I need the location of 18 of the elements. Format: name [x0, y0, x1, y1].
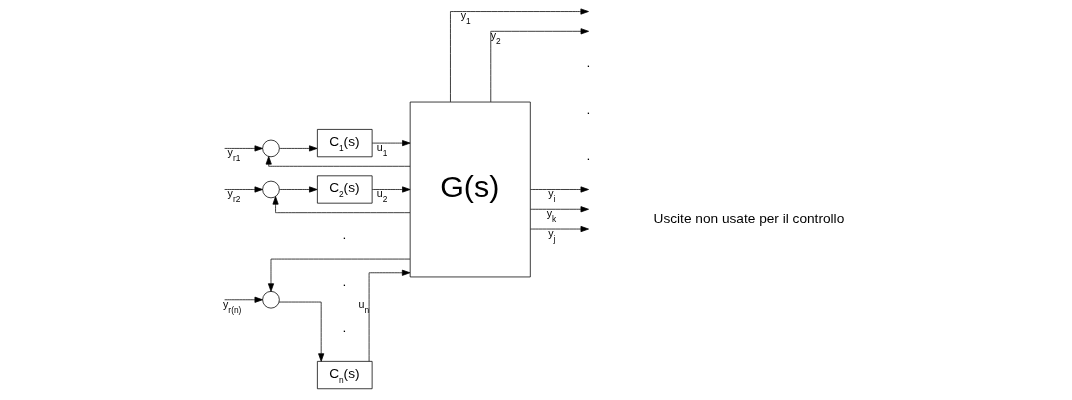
edge-label: y$_{2}$: [490, 29, 501, 47]
label: .: [586, 55, 591, 71]
edge-label: y$_{j}$: [548, 226, 556, 244]
label: .: [342, 227, 347, 243]
label: Uscite non usate per il controllo: [653, 210, 845, 226]
label: .: [586, 148, 591, 164]
label: .: [342, 320, 347, 335]
label: .: [586, 101, 591, 117]
edge-label: u$_{1}$: [376, 140, 388, 158]
edge-label: y$_{1}$: [460, 9, 471, 27]
edge-label: y$_{k}$: [546, 207, 557, 225]
edge-label: y$_{r(n)}$: [223, 297, 242, 315]
edge-label: y$_{r2}$: [227, 187, 241, 205]
edge-label: y$_{i}$: [548, 187, 556, 205]
edge-label: y$_{r1}$: [227, 146, 241, 164]
label: .: [342, 273, 347, 289]
edge-label: u$_{2}$: [376, 187, 388, 205]
edge-label: u$_{n}$: [358, 298, 370, 316]
